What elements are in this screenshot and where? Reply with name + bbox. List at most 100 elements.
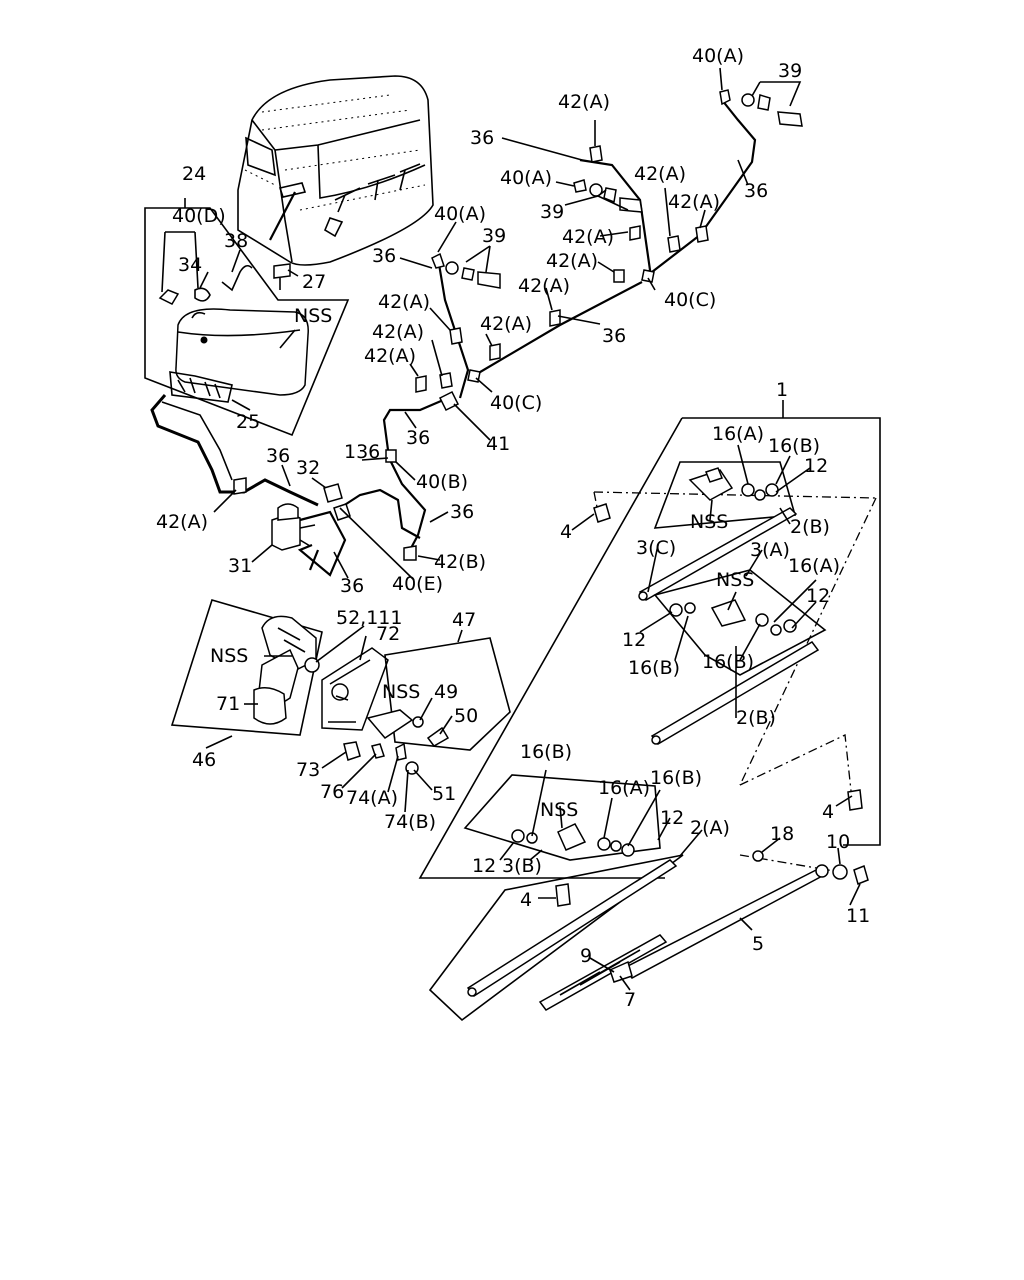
callout-36: 36 xyxy=(406,427,430,449)
mounting-hardware xyxy=(343,741,419,775)
callout-nss-tank: NSS xyxy=(294,305,332,327)
callout-42a: 42(A) xyxy=(558,91,610,113)
callout-nss: NSS xyxy=(382,681,420,703)
callout-16b: 16(B) xyxy=(768,435,820,457)
callout-42a: 42(A) xyxy=(364,345,416,367)
linkage-assembly-box xyxy=(418,417,881,879)
callout-42a: 42(A) xyxy=(562,226,614,248)
pivot-3b xyxy=(463,774,661,861)
callout-3a: 3(A) xyxy=(750,539,790,561)
callout-4: 4 xyxy=(520,889,532,911)
callout-7: 7 xyxy=(624,989,636,1011)
callout-42a: 42(A) xyxy=(546,250,598,272)
callout-72: 72 xyxy=(376,623,400,645)
callout-40e: 40(E) xyxy=(392,573,443,595)
callout-52-111: 52,111 xyxy=(336,607,402,629)
callout-36: 36 xyxy=(744,180,768,202)
callout-42a: 42(A) xyxy=(480,313,532,335)
callout-39: 39 xyxy=(482,225,506,247)
callout-40d: 40(D) xyxy=(172,205,226,227)
motor-bracket xyxy=(321,647,389,731)
callout-38: 38 xyxy=(224,230,248,252)
callout-16a: 16(A) xyxy=(598,777,650,799)
callout-31: 31 xyxy=(228,555,252,577)
callout-40c: 40(C) xyxy=(664,289,716,311)
callout-10: 10 xyxy=(826,831,850,853)
pivot-3c xyxy=(653,461,797,529)
callout-nss: NSS xyxy=(716,569,754,591)
callout-25: 25 xyxy=(236,411,260,433)
callout-34: 34 xyxy=(178,254,202,276)
callout-74b: 74(B) xyxy=(384,811,436,833)
callout-11: 11 xyxy=(846,905,870,927)
callout-24: 24 xyxy=(182,163,206,185)
linkage-group-box xyxy=(366,637,511,751)
wiper-blade xyxy=(538,934,668,1011)
callout-40a-top: 40(A) xyxy=(692,45,744,67)
pivot-3a xyxy=(653,569,827,676)
callout-leader-lines xyxy=(184,67,861,991)
callout-39: 39 xyxy=(540,201,564,223)
callout-nss-motor: NSS xyxy=(210,645,248,667)
callout-nss: NSS xyxy=(690,511,728,533)
nuts-4 xyxy=(555,503,863,907)
callout-12: 12 xyxy=(806,585,830,607)
callout-46: 46 xyxy=(192,749,216,771)
callout-42a: 42(A) xyxy=(372,321,424,343)
wiper-motor xyxy=(253,615,320,725)
link-rod-2a xyxy=(428,854,684,1022)
callout-36: 36 xyxy=(602,325,626,347)
callout-2a: 2(A) xyxy=(690,817,730,839)
callout-18: 18 xyxy=(770,823,794,845)
callout-16b: 16(B) xyxy=(650,767,702,789)
callout-1: 1 xyxy=(776,379,788,401)
callout-73: 73 xyxy=(296,759,320,781)
callout-12: 12 xyxy=(804,455,828,477)
callout-12: 12 xyxy=(660,807,684,829)
callout-16b: 16(B) xyxy=(628,657,680,679)
callout-40c: 40(C) xyxy=(490,392,542,414)
callout-36: 36 xyxy=(340,575,364,597)
callout-32: 32 xyxy=(296,457,320,479)
callout-50: 50 xyxy=(454,705,478,727)
reservoir-fittings xyxy=(158,231,291,305)
callout-40b: 40(B) xyxy=(416,471,468,493)
reservoir-group-box xyxy=(144,207,350,437)
callout-74a: 74(A) xyxy=(346,787,398,809)
callout-42a: 42(A) xyxy=(634,163,686,185)
callout-12: 12 xyxy=(622,629,646,651)
callout-42b: 42(B) xyxy=(434,551,486,573)
washer-reservoir-tank xyxy=(169,308,309,403)
callout-12: 12 xyxy=(472,855,496,877)
callout-3c: 3(C) xyxy=(636,537,676,559)
callout-3b: 3(B) xyxy=(502,855,542,877)
callout-51: 51 xyxy=(432,783,456,805)
callout-42a: 42(A) xyxy=(378,291,430,313)
callout-76: 76 xyxy=(320,781,344,803)
callout-42a: 42(A) xyxy=(668,191,720,213)
callout-40a: 40(A) xyxy=(500,167,552,189)
callout-49: 49 xyxy=(434,681,458,703)
callout-41: 41 xyxy=(486,433,510,455)
callout-nss: NSS xyxy=(540,799,578,821)
callout-2b: 2(B) xyxy=(790,516,830,538)
vehicle-cab-outline xyxy=(237,75,434,266)
callout-4: 4 xyxy=(560,521,572,543)
callout-136: 136 xyxy=(344,441,380,463)
hose-clips-42a xyxy=(233,145,709,495)
callout-47: 47 xyxy=(452,609,476,631)
callout-16b: 16(B) xyxy=(520,741,572,763)
callout-39-top: 39 xyxy=(778,60,802,82)
callout-42a: 42(A) xyxy=(156,511,208,533)
link-rod-lower xyxy=(650,641,820,745)
callout-5: 5 xyxy=(752,933,764,955)
callout-16a: 16(A) xyxy=(788,555,840,577)
callout-labels: 40(A) 39 42(A) 36 42(A) 36 40(A) 42(A) 3… xyxy=(156,45,870,1011)
callout-40a: 40(A) xyxy=(434,203,486,225)
callout-27: 27 xyxy=(302,271,326,293)
callout-16a: 16(A) xyxy=(712,423,764,445)
callout-36: 36 xyxy=(450,501,474,523)
callout-42a: 42(A) xyxy=(518,275,570,297)
callout-4: 4 xyxy=(822,801,834,823)
